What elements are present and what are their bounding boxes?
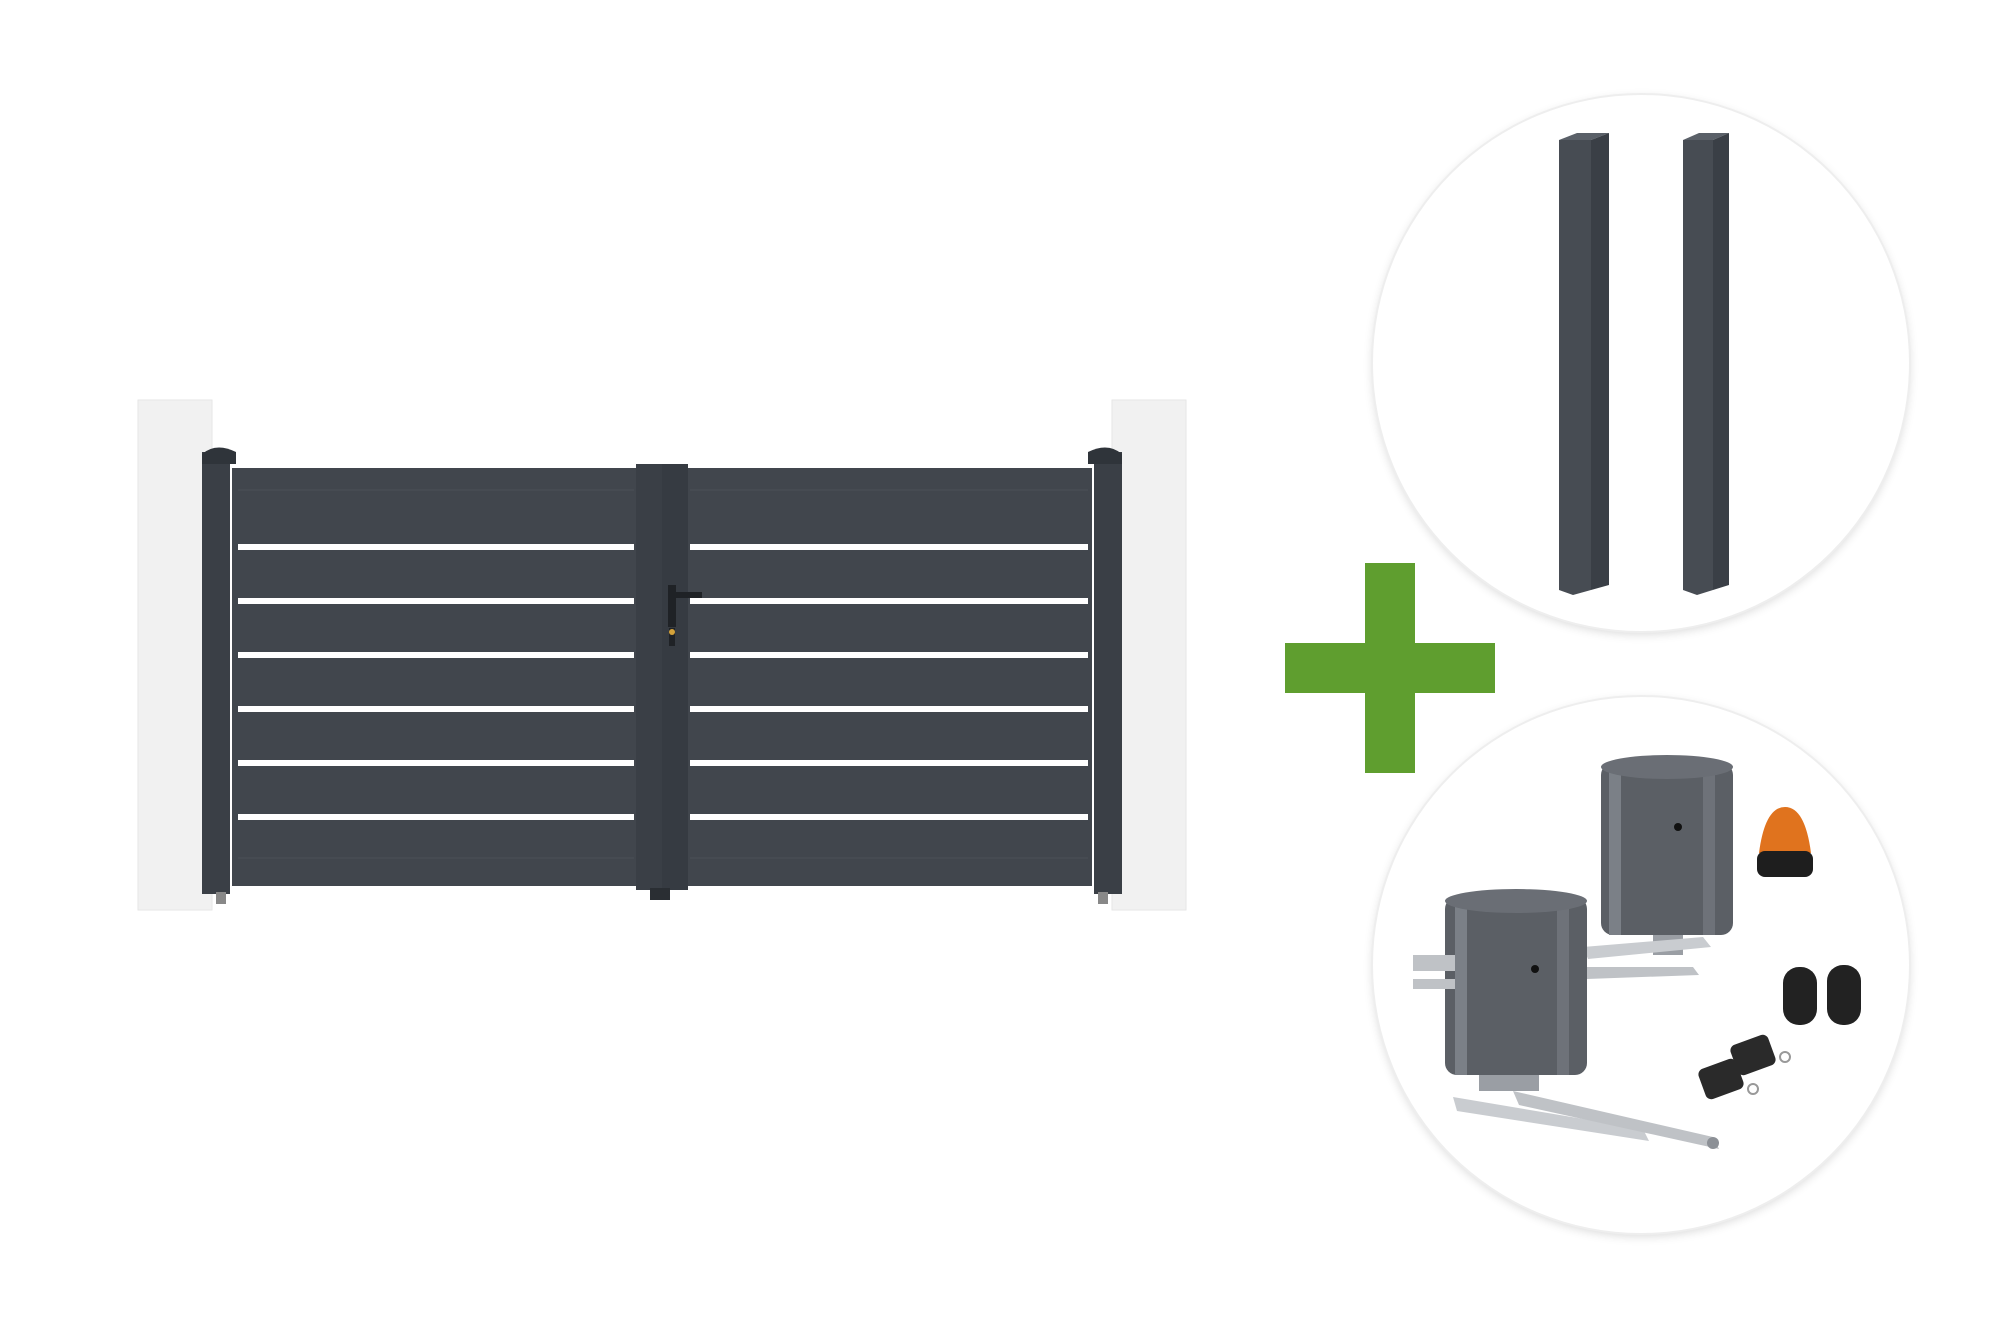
photocells [1783,965,1861,1025]
slat-gaps [238,544,1088,820]
post-left [1559,133,1609,595]
post-right [1683,133,1729,595]
right-gate-leaf [688,468,1092,886]
flash-light [1757,807,1813,877]
plus-icon [1285,563,1495,773]
motor-kit-image [1413,755,1861,1149]
left-gate-leaf [232,468,636,886]
center-stile-right [662,464,688,890]
front-motor [1413,889,1719,1149]
gate-posts-image [1559,133,1729,595]
gate-handle [668,585,702,646]
remote-controls [1698,1034,1791,1100]
left-pillar [138,400,212,910]
right-hinge-post [1094,452,1122,894]
center-stile-left [636,464,662,890]
left-hinge-post [202,452,230,894]
rear-motor [1583,755,1733,979]
motor-kit-circle [1373,697,1909,1233]
gate-illustration [137,399,1187,911]
posts-circle [1373,95,1909,631]
right-pillar [1112,400,1186,910]
